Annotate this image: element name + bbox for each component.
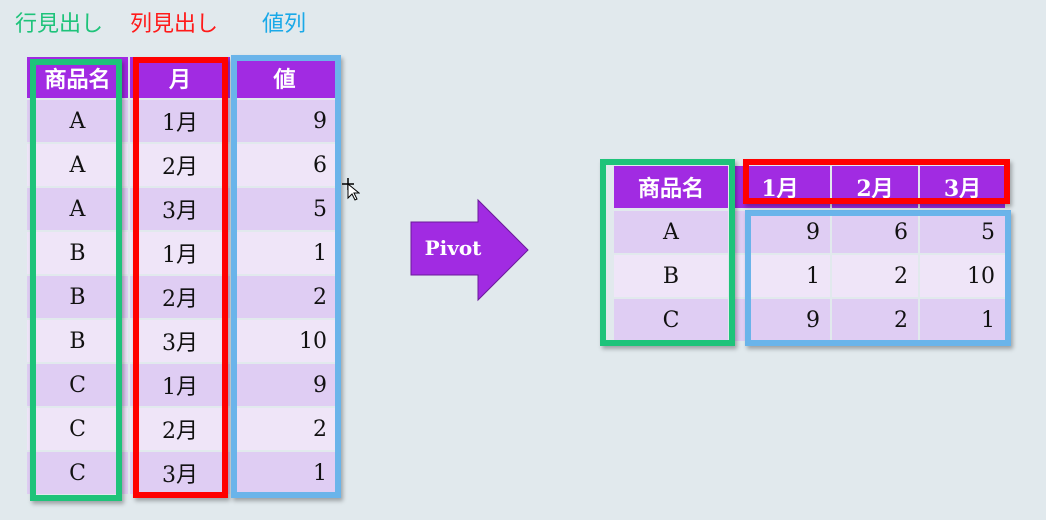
source-cell: 9 <box>232 364 337 406</box>
pivot-cell: 1 <box>920 299 1005 341</box>
source-cell: 3月 <box>130 188 230 230</box>
source-cell: 2月 <box>130 408 230 450</box>
source-cell: 6 <box>232 144 337 186</box>
source-cell: 3月 <box>130 452 230 494</box>
source-cell: 2月 <box>130 144 230 186</box>
pivot-cell: B <box>614 255 728 297</box>
source-cell: A <box>27 144 128 186</box>
source-cell: B <box>27 320 128 362</box>
pivot-header-cell: 商品名 <box>614 166 728 208</box>
source-cell: 1 <box>232 452 337 494</box>
pivot-row-highlight <box>600 159 735 346</box>
pivot-arrow: Pivot <box>410 198 529 302</box>
source-cell: A <box>27 188 128 230</box>
source-cell: 3月 <box>130 320 230 362</box>
col-header-highlight <box>133 57 228 498</box>
pivot-cell: C <box>614 299 728 341</box>
source-cell: B <box>27 232 128 274</box>
legend-col-header: 列見出し <box>130 12 219 37</box>
value-col-highlight <box>231 55 341 498</box>
source-cell: 1月 <box>130 100 230 142</box>
source-cell: 2 <box>232 408 337 450</box>
source-cell: 1月 <box>130 232 230 274</box>
row-header-highlight <box>30 59 122 501</box>
source-cell: A <box>27 100 128 142</box>
source-cell: 2月 <box>130 276 230 318</box>
legend-row-header: 行見出し <box>15 12 104 37</box>
arrow-label: Pivot <box>425 236 483 260</box>
pivot-cell: 10 <box>920 255 1005 297</box>
source-cell: C <box>27 408 128 450</box>
pivot-cell: 2 <box>832 255 918 297</box>
source-cell: 9 <box>232 100 337 142</box>
source-cell: 10 <box>232 320 337 362</box>
source-cell: 5 <box>232 188 337 230</box>
source-cell: C <box>27 364 128 406</box>
source-header-cell: 月 <box>130 57 230 98</box>
pivot-cell: 2 <box>832 299 918 341</box>
move-cursor-icon <box>342 178 360 201</box>
pivot-cell: 6 <box>832 211 918 253</box>
source-cell: B <box>27 276 128 318</box>
pivot-cell: A <box>614 211 728 253</box>
legend-value-col: 値列 <box>262 12 307 37</box>
pivot-col-highlight <box>743 159 1010 204</box>
pivot-value-highlight <box>745 210 1011 346</box>
pivot-cell: 5 <box>920 211 1005 253</box>
source-header-cell: 値 <box>232 57 337 98</box>
source-cell: C <box>27 452 128 494</box>
source-cell: 2 <box>232 276 337 318</box>
source-cell: 1 <box>232 232 337 274</box>
source-cell: 1月 <box>130 364 230 406</box>
